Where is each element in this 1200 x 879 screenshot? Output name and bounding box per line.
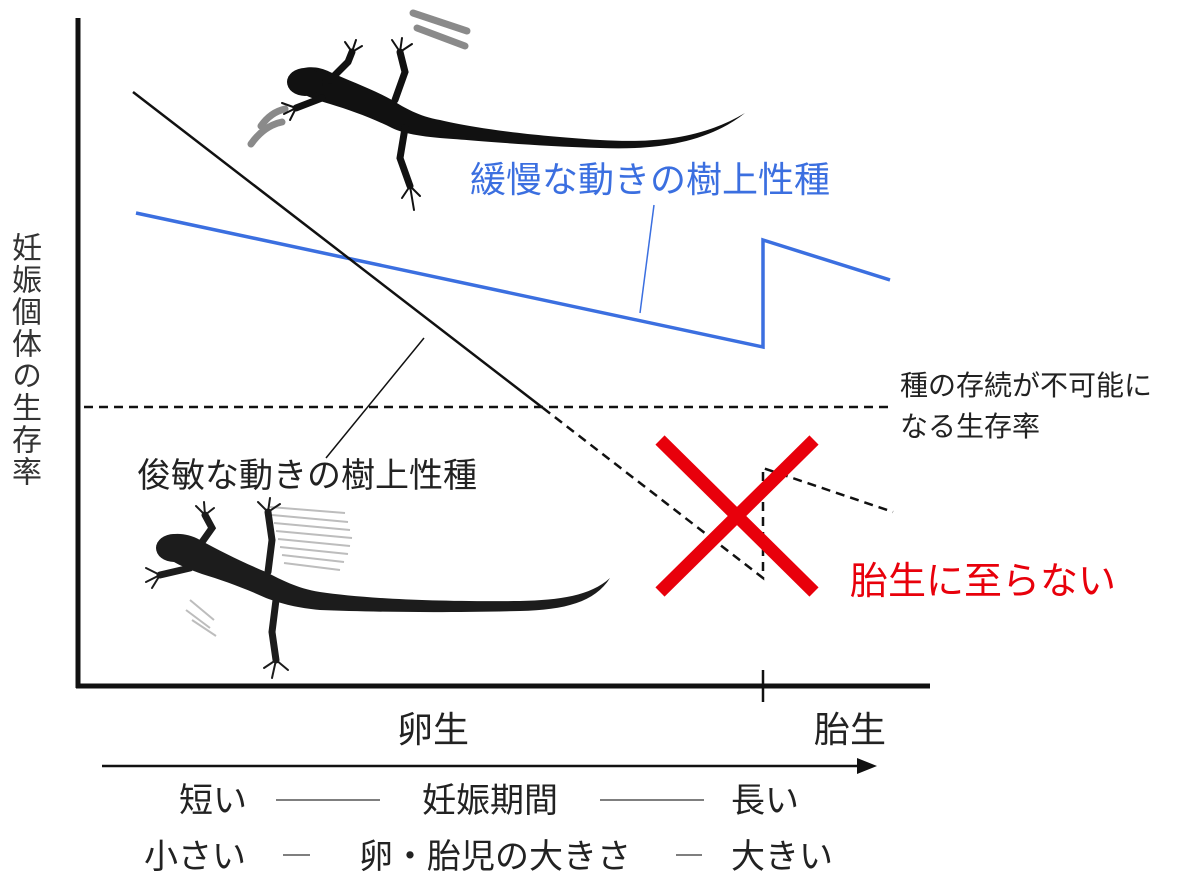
row1-left: 短い [179,781,247,821]
row2-middle: 卵・胎児の大きさ [359,837,631,877]
row1-right: 長い [731,781,799,821]
slow-species-label: 緩慢な動きの樹上性種 [470,160,830,201]
slow-species-leader [639,204,655,314]
y-axis-label: 妊娠個体の生存率 [6,232,41,488]
x-category-oviparity: 卵生 [397,710,469,751]
row2-right: 大きい [731,837,833,877]
slow-species-line [135,211,891,350]
agile-species-line [132,91,544,409]
no-viviparity-label: 胎生に至らない [850,559,1116,603]
row2-left: 小さい [144,837,246,877]
cross-icon [655,435,819,597]
threshold-label-line2: なる生存率 [900,410,1040,443]
agile-species-dashed [542,407,894,581]
lizard-slow-icon [247,9,745,211]
x-arrow-head [857,758,877,774]
x-category-viviparity: 胎生 [814,710,886,751]
agile-species-leader [325,337,425,459]
lizard-agile-icon [145,497,610,679]
agile-species-label: 俊敏な動きの樹上性種 [137,456,477,496]
threshold-label-line1: 種の存続が不可能に [900,369,1152,402]
row1-middle: 妊娠期間 [422,781,558,821]
